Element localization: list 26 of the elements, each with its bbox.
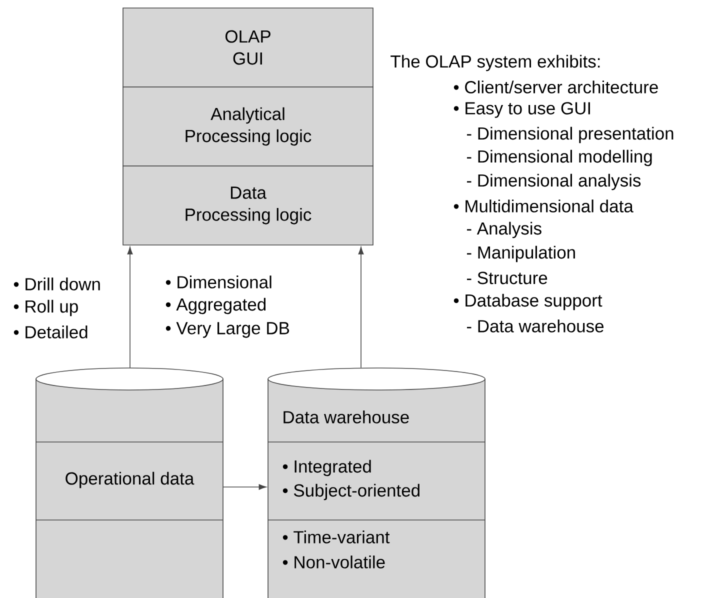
- layer-box: OLAP GUI: [122, 8, 374, 88]
- list-item: • Detailed: [14, 326, 88, 338]
- list-item: - Data warehouse: [466, 320, 604, 332]
- list-item: • Client/server architecture: [454, 80, 658, 94]
- database-cylinder: Data warehouse • Integrated • Subject-oriented • Time-variant • Non-volatile: [268, 368, 486, 598]
- list-item: - Dimensional analysis: [466, 174, 641, 190]
- list-item: - Analysis: [466, 222, 542, 238]
- layer-box: Data Processing logic: [122, 166, 374, 246]
- layer-box: Analytical Processing logic: [122, 86, 374, 166]
- list-item: - Structure: [466, 272, 548, 284]
- list-item: • Database support: [454, 294, 602, 310]
- arrow: [222, 484, 266, 490]
- list-item: • Dimensional: [166, 276, 272, 288]
- database-cylinder: Operational data: [36, 368, 224, 598]
- arrow: [127, 246, 133, 368]
- arrow: [358, 246, 364, 368]
- list-item: - Manipulation: [466, 246, 575, 262]
- list-item: • Drill down: [14, 278, 100, 290]
- list-item: - Dimensional modelling: [466, 150, 652, 166]
- list-item: • Easy to use GUI: [454, 102, 590, 118]
- list-item: • Roll up: [14, 300, 78, 316]
- list-item: • Aggregated: [166, 298, 266, 314]
- list-item: • Very Large DB: [166, 322, 290, 338]
- list-item: • Multidimensional data: [454, 200, 634, 212]
- list-item: - Dimensional presentation: [466, 126, 674, 144]
- heading-text: The OLAP system exhibits:: [390, 54, 600, 72]
